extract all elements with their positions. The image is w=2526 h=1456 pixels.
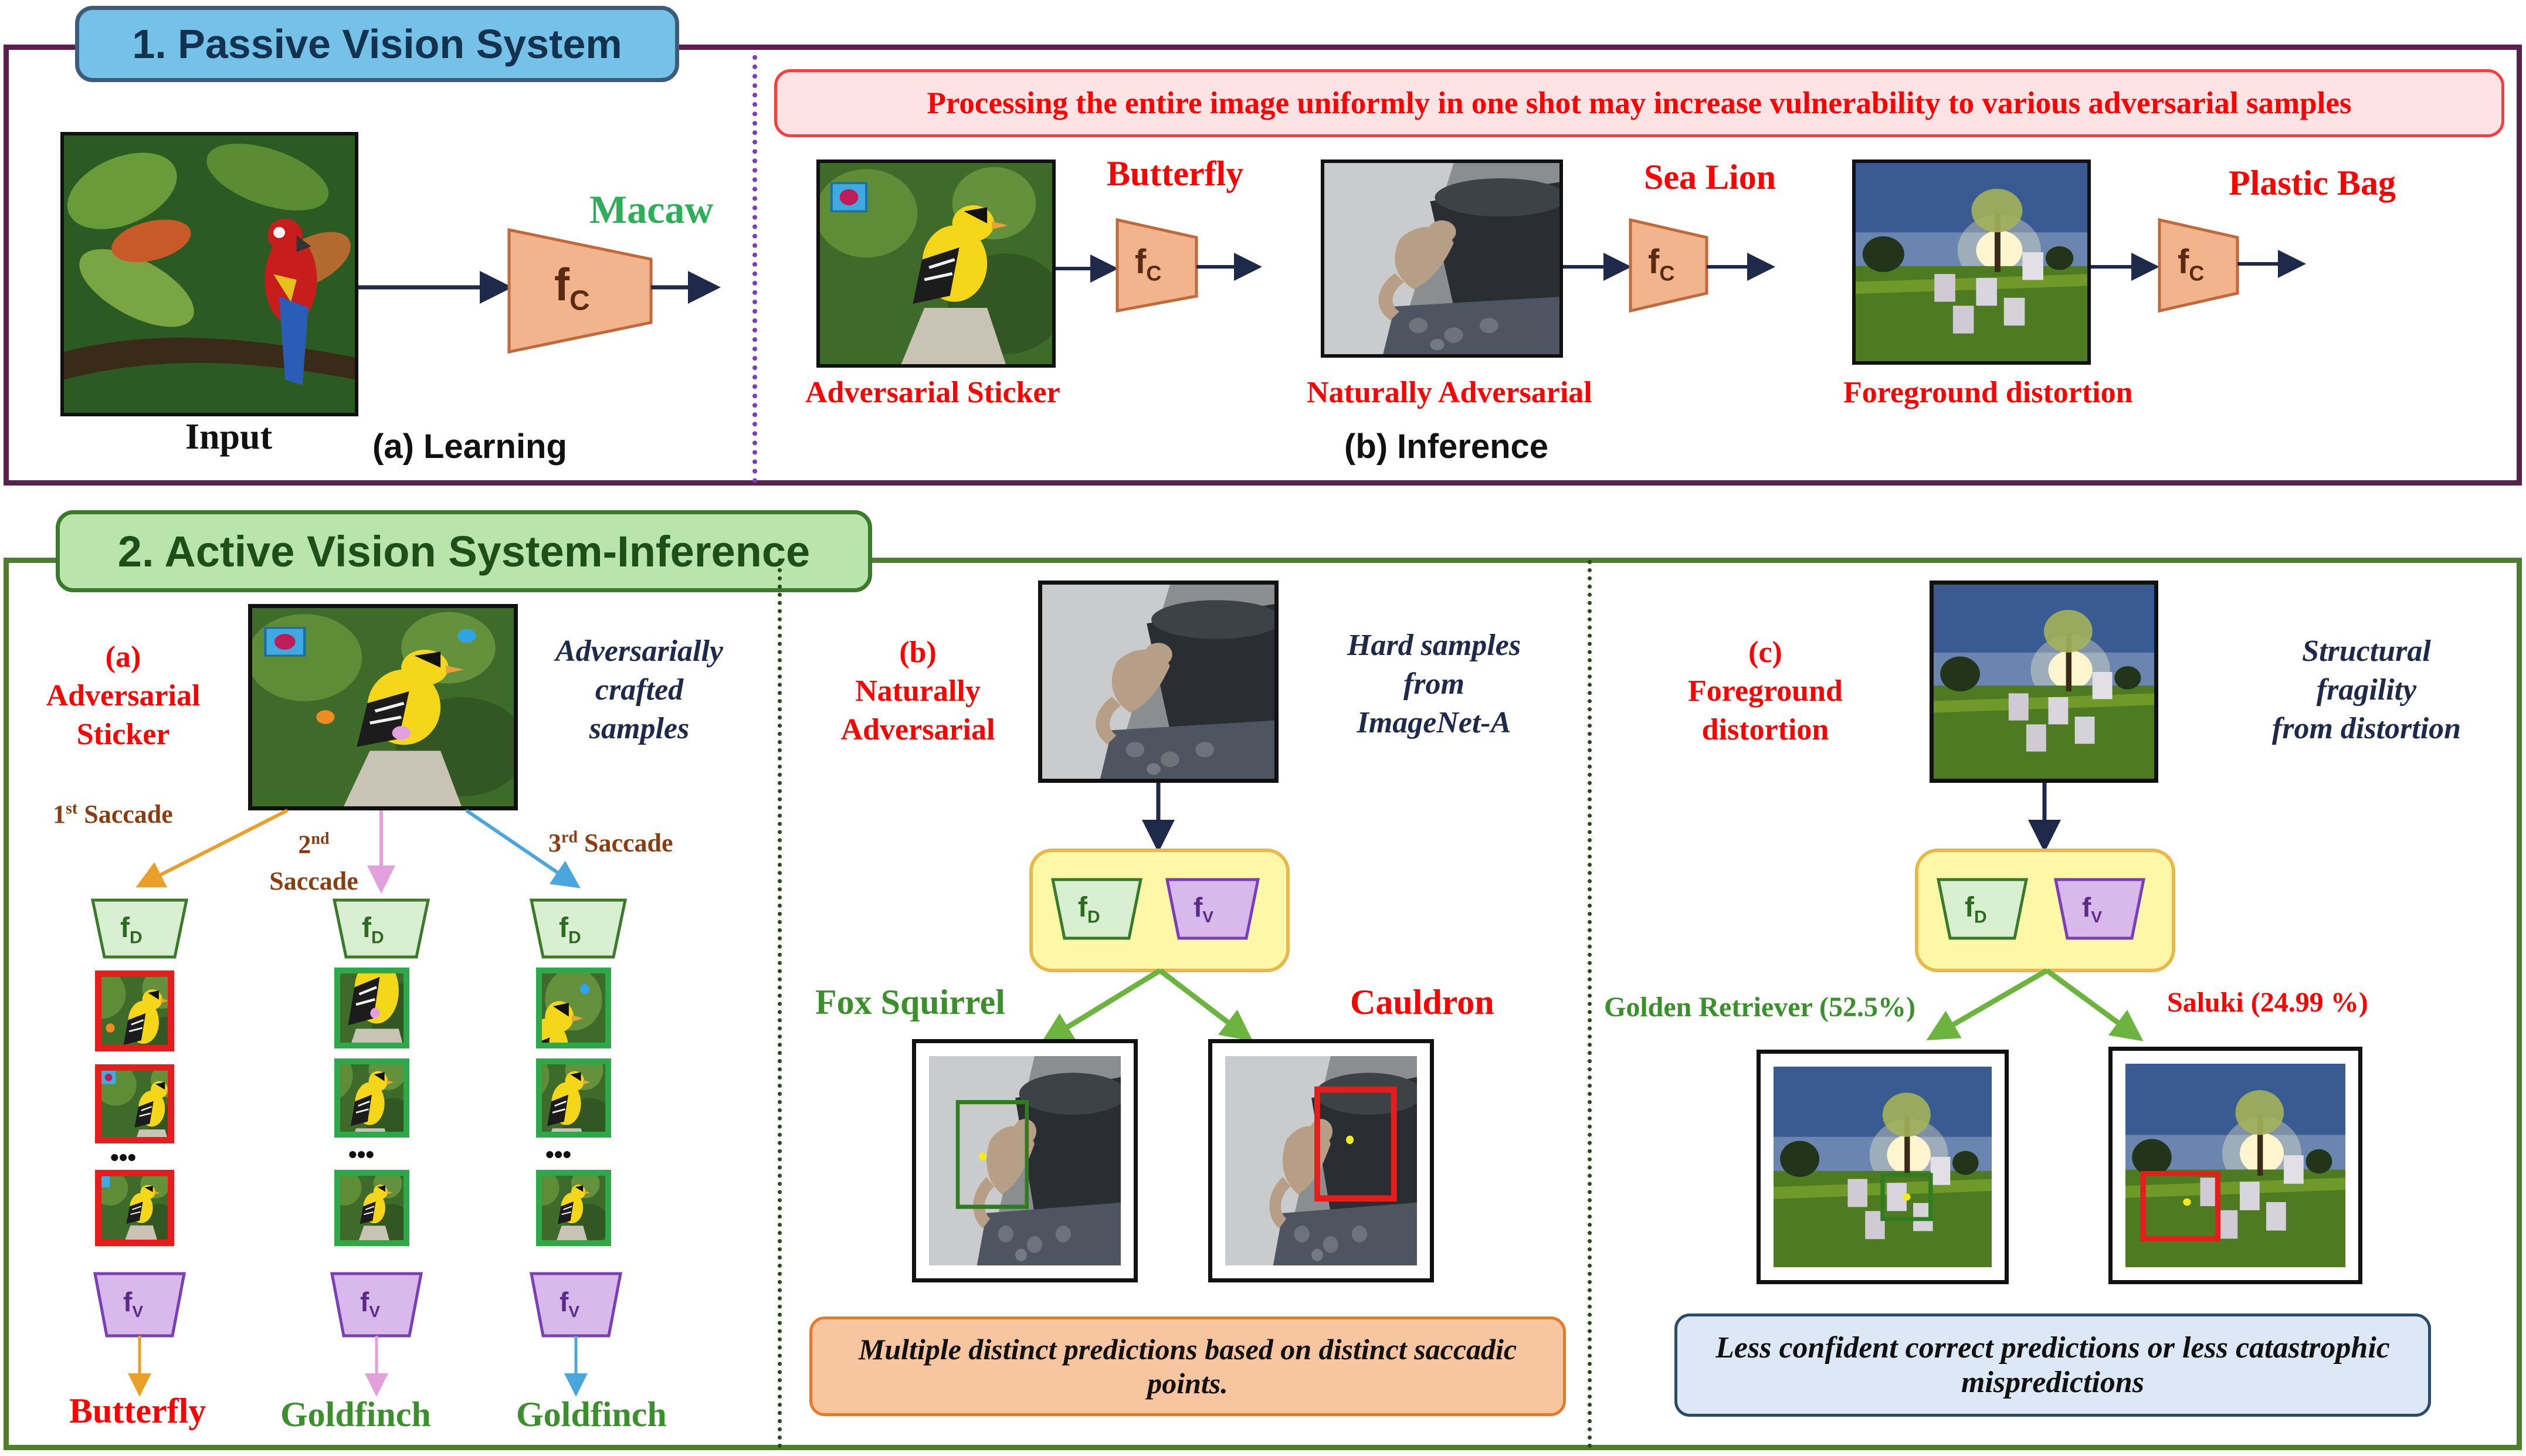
learning-prediction: Macaw: [589, 187, 714, 232]
inference-image-squirrel: [1321, 159, 1563, 358]
inference-prediction-1: Butterfly: [1107, 154, 1244, 193]
glimpse-a3-1: [536, 968, 611, 1048]
panel-b-result-1: [912, 1039, 1138, 1282]
section2-title: 2. Active Vision System-Inference: [56, 510, 872, 592]
panel-c-prediction-2: Saluki (24.99 %): [2167, 987, 2368, 1018]
section2-divider-2: [1588, 560, 1592, 1448]
inference-label-3: Foreground distortion: [1843, 376, 2133, 409]
panel-a-prediction-2: Goldfinch: [280, 1395, 431, 1434]
fv-label-a-3: fV: [560, 1287, 580, 1321]
panel-c-prediction-1: Golden Retriever (52.5%): [1604, 992, 1915, 1023]
saccade-label-3: 3rd Saccade: [548, 828, 673, 857]
panel-b-description: Hard samples from ImageNet-A: [1347, 629, 1521, 739]
inference-banner: Processing the entire image uniformly in…: [774, 69, 2504, 137]
glimpse-a2-3: [334, 1170, 409, 1246]
glimpse-a2-2: [334, 1058, 409, 1138]
fd-label-a-2: fD: [362, 912, 384, 948]
fv-label-a-1: fV: [123, 1287, 144, 1321]
section1-title: 1. Passive Vision System: [75, 6, 679, 82]
ellipsis-a2: •••: [348, 1141, 375, 1168]
inference-caption: (b) Inference: [1344, 427, 1549, 466]
inference-label-2: Naturally Adversarial: [1307, 376, 1592, 409]
fc-label-learning: fC: [554, 259, 590, 317]
input-macaw-image: [60, 132, 358, 416]
fd-label-a-1: fD: [120, 912, 143, 948]
fd-label-b: fD: [1078, 892, 1100, 927]
panel-b-summary: Multiple distinct predictions based on d…: [809, 1316, 1566, 1416]
fd-label-c: fD: [1965, 892, 1987, 927]
panel-b-result-2: [1208, 1039, 1434, 1282]
active-vision-section: [4, 558, 2522, 1450]
panel-b-prediction-2: Cauldron: [1350, 983, 1494, 1021]
panel-c-result-2: [2108, 1047, 2362, 1284]
panel-a-prediction-1: Butterfly: [69, 1391, 206, 1430]
panel-c-heading: (c) Foreground distortion: [1688, 636, 1843, 746]
inference-label-1: Adversarial Sticker: [805, 376, 1060, 409]
saccade-label-2: 2nd Saccade: [269, 830, 358, 895]
panel-b-squirrel-image: [1038, 581, 1279, 783]
fv-label-a-2: fV: [360, 1287, 381, 1321]
fv-label-c: fV: [2082, 892, 2103, 926]
panel-c-summary: Less confident correct predictions or le…: [1674, 1314, 2431, 1417]
panel-a-bird-image: [248, 604, 518, 810]
ellipsis-a3: •••: [545, 1141, 572, 1168]
saccade-label-1: 1st Saccade: [53, 799, 173, 829]
panel-b-prediction-1: Fox Squirrel: [815, 983, 1005, 1021]
glimpse-a3-2: [536, 1058, 611, 1138]
inference-prediction-2: Sea Lion: [1644, 158, 1776, 196]
panel-a-heading: (a) Adversarial Sticker: [46, 640, 201, 751]
glimpse-a1-2: [95, 1064, 174, 1143]
passive-vision-section: [4, 45, 2522, 486]
inference-image-park: [1852, 159, 2091, 365]
inference-prediction-3: Plastic Bag: [2229, 164, 2396, 202]
panel-c-result-1: [1757, 1050, 2009, 1284]
section1-divider: [752, 55, 757, 483]
glimpse-a2-1: [334, 968, 409, 1048]
fc-label-inf-1: fC: [1135, 243, 1162, 286]
ellipsis-a1: •••: [110, 1143, 137, 1171]
section2-divider-1: [778, 560, 782, 1448]
inference-image-bird-sticker: [816, 159, 1056, 368]
glimpse-a1-3: [95, 1170, 174, 1246]
panel-c-park-image: [1930, 581, 2158, 783]
input-label: Input: [185, 417, 273, 457]
glimpse-a3-3: [536, 1170, 611, 1246]
fc-label-inf-3: fC: [2178, 243, 2205, 286]
fc-label-inf-2: fC: [1648, 243, 1675, 286]
fd-label-a-3: fD: [559, 912, 581, 948]
panel-a-description: Adversarially crafted samples: [555, 634, 723, 745]
learning-caption: (a) Learning: [372, 427, 567, 466]
panel-b-heading: (b) Naturally Adversarial: [840, 636, 995, 746]
panel-c-description: Structural fragility from distortion: [2271, 634, 2461, 745]
fv-label-b: fV: [1194, 892, 1214, 926]
glimpse-a1-1: [95, 970, 174, 1051]
panel-a-prediction-3: Goldfinch: [516, 1395, 667, 1434]
